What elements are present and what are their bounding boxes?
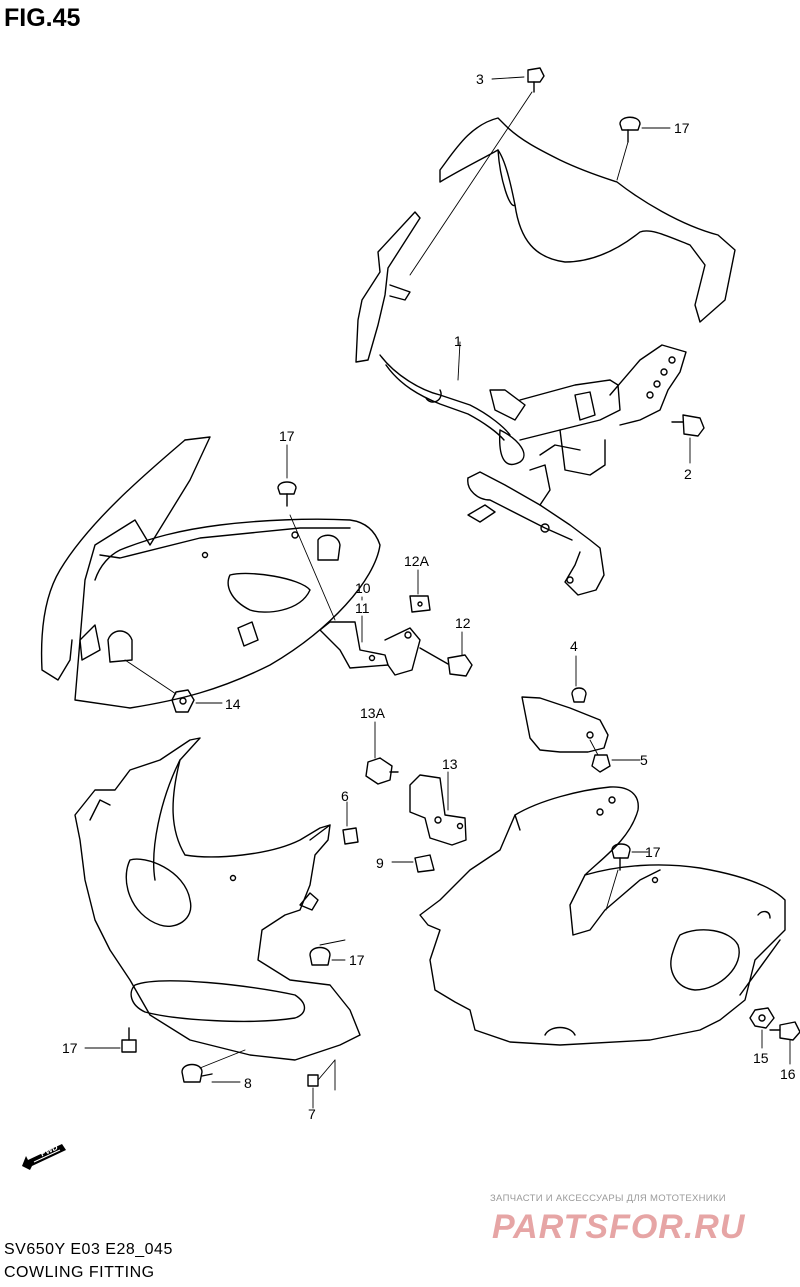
watermark-tagline: ЗАПЧАСТИ И АКСЕССУАРЫ ДЛЯ МОТОТЕХНИКИ [490, 1193, 726, 1204]
callout-17: 17 [279, 428, 295, 444]
screw-4 [571, 655, 587, 703]
callout-2: 2 [684, 466, 692, 482]
bracket-10-11 [319, 596, 421, 676]
screw-16 [769, 1021, 800, 1065]
svg-text:PARTSFOR.RU: PARTSFOR.RU [492, 1208, 746, 1246]
lower-cowling-left [74, 737, 361, 1061]
clip-12A [409, 569, 431, 613]
callout-1: 1 [454, 333, 462, 349]
cowling-brace [355, 117, 736, 596]
callout-13A: 13A [360, 705, 385, 721]
callout-10: 10 [355, 580, 371, 596]
nut-14 [124, 659, 223, 713]
bolt-3 [409, 67, 545, 276]
callout-13: 13 [442, 756, 458, 772]
callout-8: 8 [244, 1075, 252, 1091]
callout-14: 14 [225, 696, 241, 712]
screw-8 [181, 1049, 246, 1083]
figure-name: COWLING FITTING [4, 1264, 155, 1281]
callout-7: 7 [308, 1106, 316, 1122]
screw-17-mid [277, 444, 336, 621]
nut-5 [589, 739, 641, 773]
clip-9 [391, 854, 435, 873]
watermark-logo: PARTSFOR.RU [492, 1208, 746, 1246]
callout-3: 3 [476, 71, 484, 87]
figure-title: FIG.45 [4, 4, 81, 32]
figure-code: SV650Y E03 E28_045 [4, 1241, 173, 1258]
bolt-13A [365, 721, 399, 785]
callout-6: 6 [341, 788, 349, 804]
screw-17-center [309, 939, 346, 966]
callout-17: 17 [62, 1040, 78, 1056]
callout-5: 5 [640, 752, 648, 768]
screw-17-right [605, 843, 649, 911]
inner-panel-right [521, 696, 609, 753]
forward-arrow-icon [22, 1144, 66, 1170]
nut-15 [749, 1007, 775, 1049]
bolt-2 [457, 341, 705, 464]
bracket-13 [409, 771, 467, 846]
callout-12: 12 [455, 615, 471, 631]
callout-17: 17 [674, 120, 690, 136]
callout-17: 17 [645, 844, 661, 860]
clip-6 [342, 801, 359, 845]
callout-9: 9 [376, 855, 384, 871]
upper-cowling [40, 436, 381, 709]
clip-7 [307, 1059, 336, 1109]
screw-17-lowerleft [84, 1027, 137, 1053]
callout-17: 17 [349, 952, 365, 968]
lower-cowling-right [419, 786, 786, 1046]
screw-17-upper [616, 116, 671, 181]
bolt-12 [419, 631, 473, 677]
callout-15: 15 [753, 1050, 769, 1066]
callout-4: 4 [570, 638, 578, 654]
callout-16: 16 [780, 1066, 796, 1082]
callout-12A: 12A [404, 553, 429, 569]
callout-11: 11 [355, 600, 370, 616]
